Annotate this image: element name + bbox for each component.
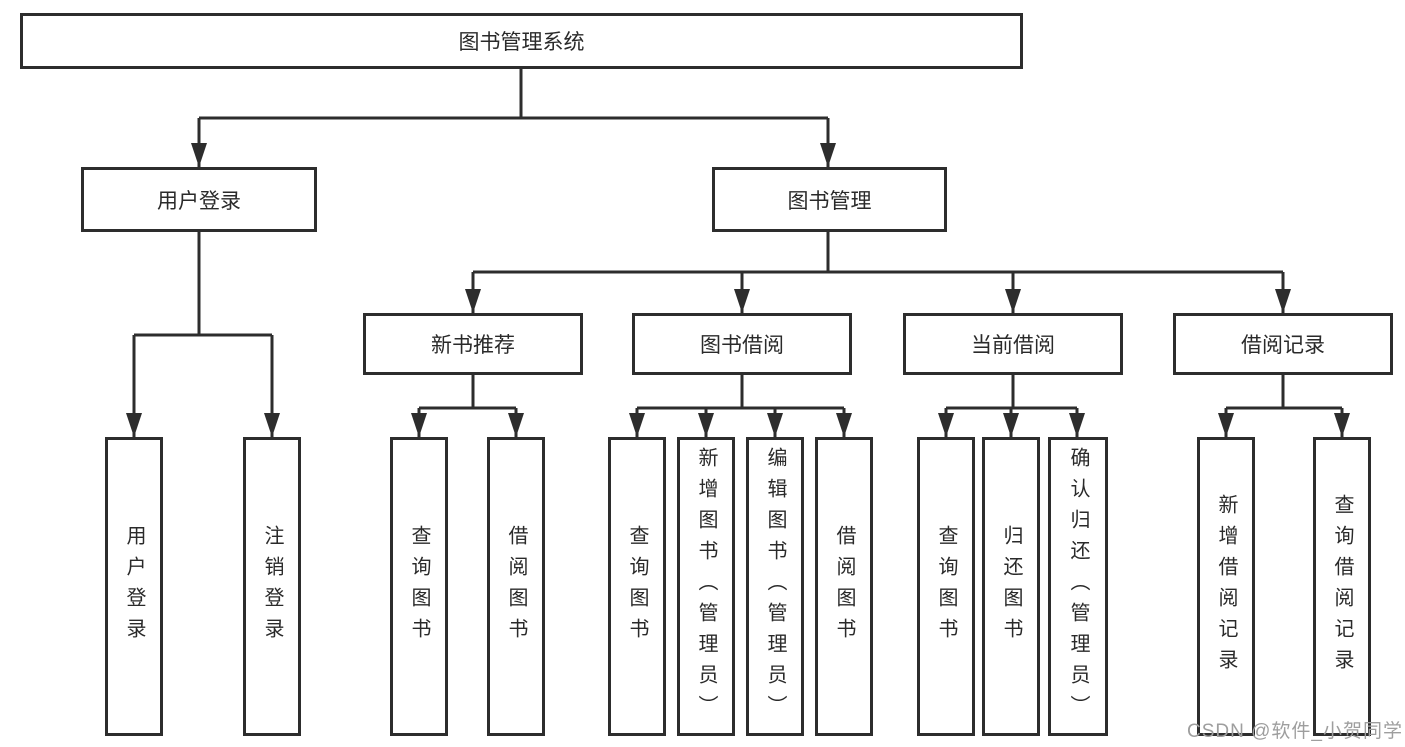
connector-bookborrow-to-leaves: [635, 375, 846, 437]
csdn-watermark: CSDN @软件_小贺同学: [1187, 721, 1403, 742]
leaf-add-borrow-record: 新增借阅记录: [1197, 437, 1255, 736]
leaf-query-books-recommend: 查询图书: [390, 437, 448, 736]
leaf-label: 查询借阅记录: [1331, 493, 1353, 680]
connector-newbook-to-leaves: [417, 375, 518, 437]
arrowhead-icon: [734, 289, 750, 313]
connector-bookmgmt-to-level3: [471, 232, 1285, 313]
arrowhead-icon: [126, 413, 142, 437]
leaf-user-login: 用户登录: [105, 437, 163, 736]
arrowheads: [126, 143, 1350, 437]
connector-root-to-level2: [197, 69, 830, 167]
leaf-label: 编辑图书（管理员）: [764, 447, 786, 726]
leaf-borrow-books: 借阅图书: [815, 437, 873, 736]
leaf-label: 借阅图书: [505, 524, 527, 649]
arrowhead-icon: [1069, 413, 1085, 437]
leaf-label: 新增图书（管理员）: [695, 447, 717, 726]
leaf-label: 查询图书: [626, 524, 648, 649]
leaf-label: 归还图书: [1000, 524, 1022, 649]
arrowhead-icon: [698, 413, 714, 437]
node-user-login: 用户登录: [81, 167, 317, 232]
leaf-label: 查询图书: [935, 524, 957, 649]
arrowhead-icon: [629, 413, 645, 437]
arrowhead-icon: [411, 413, 427, 437]
arrowhead-icon: [191, 143, 207, 167]
leaf-label: 确认归还（管理员）: [1067, 447, 1089, 726]
leaf-label: 注销登录: [261, 524, 283, 649]
connector-records-to-leaves: [1224, 375, 1344, 437]
arrowhead-icon: [508, 413, 524, 437]
arrowhead-icon: [1334, 413, 1350, 437]
node-borrow-records: 借阅记录: [1173, 313, 1393, 375]
arrowhead-icon: [836, 413, 852, 437]
node-new-book-recommend: 新书推荐: [363, 313, 583, 375]
leaf-query-borrow-record: 查询借阅记录: [1313, 437, 1371, 736]
leaf-return-books: 归还图书: [982, 437, 1040, 736]
leaf-edit-book-admin: 编辑图书（管理员）: [746, 437, 804, 736]
leaf-confirm-return-admin: 确认归还（管理员）: [1048, 437, 1108, 736]
arrowhead-icon: [1005, 289, 1021, 313]
leaf-add-book-admin: 新增图书（管理员）: [677, 437, 735, 736]
leaf-label: 用户登录: [123, 524, 145, 649]
arrowhead-icon: [465, 289, 481, 313]
arrowhead-icon: [1218, 413, 1234, 437]
arrowhead-icon: [1275, 289, 1291, 313]
node-current-borrow: 当前借阅: [903, 313, 1123, 375]
node-library-management-system: 图书管理系统: [20, 13, 1023, 69]
arrowhead-icon: [1003, 413, 1019, 437]
leaf-query-books-current: 查询图书: [917, 437, 975, 736]
leaf-label: 新增借阅记录: [1215, 493, 1237, 680]
arrowhead-icon: [264, 413, 280, 437]
arrowhead-icon: [767, 413, 783, 437]
leaf-query-books-borrow: 查询图书: [608, 437, 666, 736]
arrowhead-icon: [820, 143, 836, 167]
leaf-borrow-books-recommend: 借阅图书: [487, 437, 545, 736]
arrowhead-icon: [938, 413, 954, 437]
connector-userlogin-to-leaves: [132, 232, 274, 437]
node-book-borrow: 图书借阅: [632, 313, 852, 375]
leaf-label: 查询图书: [408, 524, 430, 649]
leaf-label: 借阅图书: [833, 524, 855, 649]
leaf-logout: 注销登录: [243, 437, 301, 736]
node-book-management: 图书管理: [712, 167, 947, 232]
